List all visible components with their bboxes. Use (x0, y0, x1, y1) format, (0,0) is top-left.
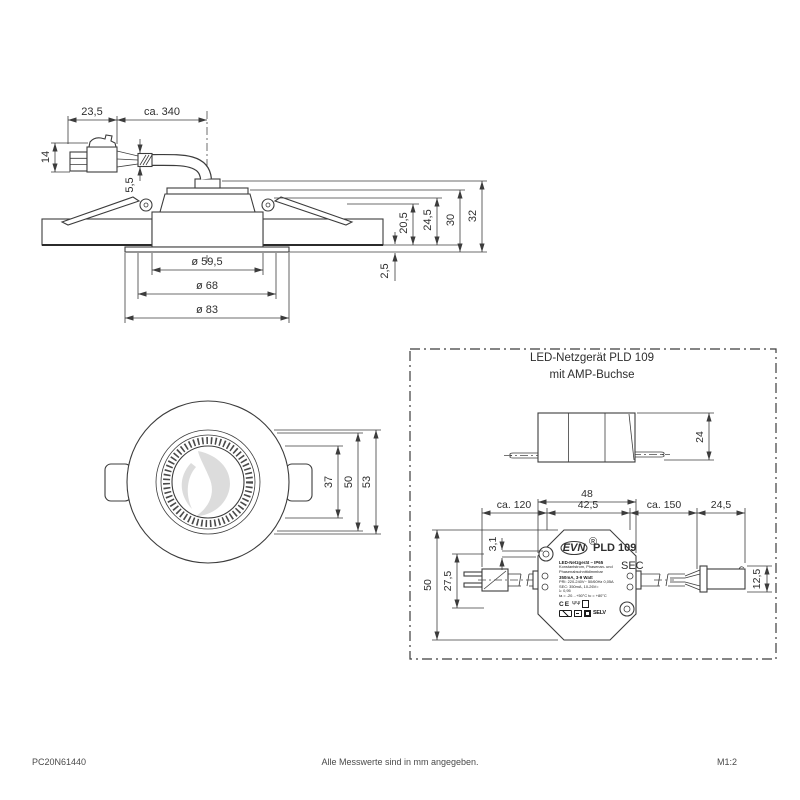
dim-label-depth-clip: 20,5 (398, 212, 410, 233)
dim-label-dia-ring: 50 (343, 476, 355, 488)
luminaire-front-view: 37 50 53 (104, 400, 381, 564)
cable-and-connector (69, 134, 212, 181)
dim-label-dia-glass: 37 (323, 476, 335, 488)
psu-input-cable (463, 568, 541, 592)
certification-marks-row: CE ΨΨ (559, 600, 621, 609)
dim-label-psu-body-width: 42,5 (578, 499, 599, 511)
front-dims: 37 50 53 (274, 429, 381, 535)
dim-label-psu-height: 24 (694, 431, 706, 443)
amp-connector-body (86, 146, 118, 173)
dim-cable-diameter: 5,5 (124, 139, 143, 193)
psu-label-rating: 350mA, 3-9 Watt (559, 574, 593, 580)
evn-logo-oval (560, 540, 588, 556)
dim-label-cable-length: ca. 340 (144, 106, 180, 118)
glass-cover (171, 445, 245, 519)
dim-connector-height: 14 (40, 142, 88, 173)
terminal-icon (574, 609, 582, 618)
waste-bin-icon (559, 609, 572, 618)
psu-label-temp: ta = -20…+50°C tc = +80°C (559, 593, 607, 598)
top-plate (166, 187, 249, 195)
dim-label-hole-dia: 3,1 (487, 537, 499, 552)
knurled-bezel (163, 437, 253, 527)
dim-label-plug-length: 24,5 (711, 499, 732, 511)
front-face (104, 400, 313, 564)
dim-label-cable-out: ca. 150 (647, 499, 682, 511)
dim-top: 23,5 ca. 340 (67, 106, 207, 144)
dims-depths: 20,5 24,5 30 32 2,5 (379, 181, 485, 281)
cable-gland (194, 178, 221, 189)
connector-latch (88, 134, 117, 148)
scale-note: M1:2 (717, 757, 738, 767)
psu-output-cable (640, 565, 746, 593)
amp-socket-flange (699, 565, 708, 593)
luminaire-housing (124, 178, 290, 253)
psu-side-view: 24 (504, 412, 714, 463)
psu-label-pri: PRI: 220-240V~ 50/60Hz 0,05A (559, 578, 614, 584)
drawing-number: PC20N61440 (32, 757, 87, 767)
sec-terminal-label: SEC (621, 560, 644, 572)
dim-label-height-inner: 30 (445, 214, 457, 226)
ce-mark: CE (559, 600, 571, 608)
psu-title-line1: LED-Netzgerät PLD 109 (529, 352, 654, 364)
units-note: Alle Messwerte sind in mm angegeben. (321, 757, 479, 767)
dim-label-hole-spacing: 27,5 (442, 571, 454, 592)
heatsink-fins (159, 193, 256, 213)
psu-label-sec: SEC: 350mA, 10-26V= (559, 583, 599, 589)
psu-label-lambda: λ: 0,95 (559, 588, 571, 594)
registered-mark: ® (589, 536, 597, 548)
dim-label-connector-height: 14 (40, 151, 52, 163)
dim-label-depth-body: 24,5 (422, 209, 434, 230)
psu-label-desc1: Konstantstrom, Phasenan- und (559, 564, 613, 570)
dim-label-trim-thickness: 2,5 (379, 263, 391, 278)
dim-label-dia-bezel: 53 (361, 476, 373, 488)
psu-label-block: LED-Netzgerät – IP65 Konstantstrom, Phas… (559, 560, 621, 618)
psu-top-dims: 48 ca. 120 42,5 ca. 150 24,5 3,1 50 27,5… (422, 488, 772, 641)
spring-clips (60, 196, 354, 226)
dim-label-psu-height-overall: 50 (422, 579, 434, 591)
dim-label-psu-width: 48 (581, 488, 593, 500)
psu-model: PLD 109 (593, 542, 636, 554)
connector-pins (69, 151, 88, 172)
dashed-border (409, 348, 777, 660)
evn-logo-text: EVN (563, 542, 587, 554)
dim-label-connector-width: 23,5 (81, 106, 102, 118)
right-reference-lines (222, 180, 487, 253)
amp-socket-body (706, 568, 746, 590)
psu-title-line2: mit AMP-Buchse (549, 369, 635, 381)
dim-label-plug-height: 12,5 (751, 569, 763, 590)
dims-diameters: ø 59,5 ø 68 ø 83 (124, 253, 290, 323)
safety-icons-row: SELV (559, 609, 621, 618)
dim-label-cable-in: ca. 120 (497, 499, 532, 511)
psu-label-desc2: Phasenabschnittdimmbar (559, 568, 603, 574)
dim-label-dia-trim: ø 83 (196, 304, 218, 316)
approval-mark-icon (582, 600, 590, 609)
mounting-hole-bottom (619, 601, 635, 617)
class2-insulation-icon (583, 609, 591, 618)
dim-label-height-total: 32 (467, 210, 479, 222)
right-tab (285, 463, 313, 502)
psu-label-type: LED-Netzgerät – IP65 (559, 560, 604, 565)
dim-label-dia-body: ø 68 (196, 280, 218, 292)
dim-label-cable-diameter: 5,5 (124, 177, 136, 192)
luminaire-side-view: 23,5 ca. 340 14 5,5 20,5 24,5 30 32 2,5 (40, 106, 487, 323)
logo-watermark (181, 451, 230, 516)
dim-label-dia-opening: ø 59,5 (191, 256, 222, 268)
enec-marks: ΨΨ (572, 601, 581, 608)
mounting-hole-top (538, 546, 554, 562)
selv-mark: SELV (593, 610, 606, 617)
